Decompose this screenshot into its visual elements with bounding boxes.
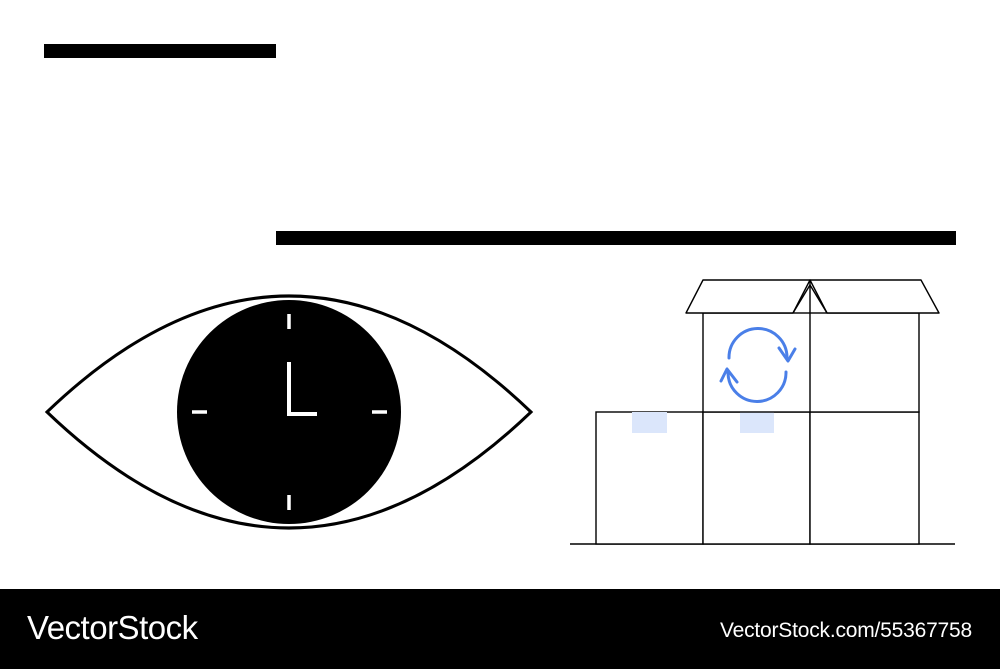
decorative-bar-middle [276, 231, 956, 245]
footer-bar: VectorStock VectorStock.com/55367758 [0, 589, 1000, 669]
illustration [44, 279, 955, 545]
box-top-open [685, 279, 940, 413]
brand-name: VectorStock [27, 609, 198, 646]
box-bottom-middle [702, 411, 811, 545]
refresh-arrows-icon [719, 327, 797, 403]
box-bottom-left [595, 411, 704, 545]
stock-id: VectorStock.com/55367758 [719, 619, 972, 642]
clock-icon [177, 300, 401, 524]
tape [740, 412, 774, 433]
tape [632, 412, 667, 433]
decorative-bar-top [44, 44, 276, 58]
box-bottom-right [809, 411, 920, 545]
